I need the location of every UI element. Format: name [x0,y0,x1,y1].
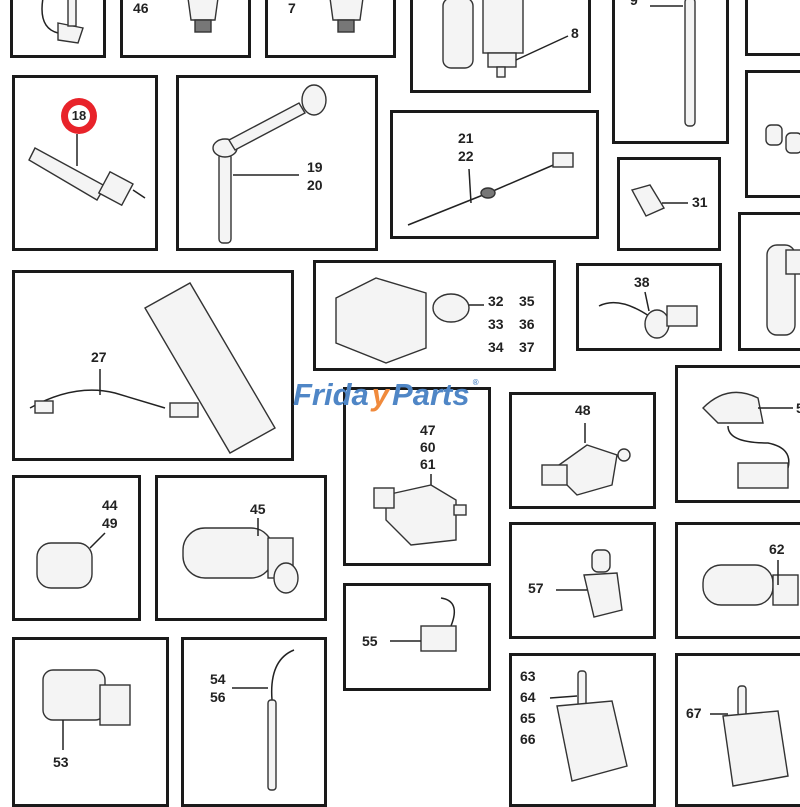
callout-9: 9 [630,0,638,8]
callout-62: 62 [769,541,785,557]
callout-38: 38 [634,274,650,290]
highlight-marker[interactable]: 18 [61,98,97,134]
part-box-27[interactable]: 27 [12,270,294,461]
part-box-19-20[interactable]: 19 20 [176,75,378,251]
callout-60: 60 [420,439,436,455]
part-box-48[interactable]: 48 [509,392,656,509]
callout-44: 44 [102,497,118,513]
callout-8: 8 [571,25,579,41]
part-box-45[interactable]: 45 [155,475,327,621]
callout-34: 34 [488,339,504,355]
level-sensor-illustration [212,84,327,244]
speed-sensor-illustration [702,560,799,606]
temperature-sensor-illustration [28,134,146,207]
callout-67: 67 [686,705,702,721]
callout-31: 31 [692,194,708,210]
part-box-a[interactable] [10,0,106,58]
callout-46: 46 [133,0,149,16]
part-box-57[interactable]: 57 [509,522,656,639]
part-box-38[interactable]: 38 [576,263,722,351]
toggle-switch-illustration [710,685,789,787]
part-box-44-49[interactable]: 44 49 [12,475,141,621]
wire-sensor-illustration [407,152,574,226]
callout-27: 27 [91,349,107,365]
part-box-21-22[interactable]: 21 22 [390,110,599,239]
callout-55: 55 [362,633,378,649]
map-sensor-illustration [373,474,467,546]
part-box-18[interactable]: 18 [12,75,158,251]
part-box-9[interactable]: 9 [612,0,729,144]
elbow-fitting-illustration [766,244,800,336]
callout-18: 18 [68,105,90,127]
dipstick-illustration [650,0,696,127]
callout-5: 5 [796,400,800,416]
callout-7: 7 [288,0,296,16]
part-box-j[interactable] [745,70,800,198]
callout-37: 37 [519,339,535,355]
callout-53: 53 [53,754,69,770]
part-box-53[interactable]: 53 [12,637,169,807]
part-box-46[interactable]: 46 [120,0,251,58]
probe-sensor-illustration [232,649,295,791]
callout-33: 33 [488,316,504,332]
valve-block-illustration [335,277,484,364]
sensor-harness-illustration [702,391,793,489]
part-box-7[interactable]: 7 [265,0,396,58]
callout-47: 47 [420,422,436,438]
callout-49: 49 [102,515,118,531]
callout-56: 56 [210,689,226,705]
watermark-logo: FridayParts® [293,377,479,412]
sensor-cable-illustration [41,0,84,44]
callout-61: 61 [420,456,436,472]
relay-illustration [42,669,131,750]
accelerator-pedal-illustration [29,282,276,454]
callout-22: 22 [458,148,474,164]
temperature-switch-illustration [556,549,623,618]
pressure-sensor-illustration [541,423,631,496]
relay-illustration [630,184,688,217]
part-box-l[interactable] [738,212,800,351]
part-box-55[interactable]: 55 [343,583,491,691]
pressure-switch-illustration [329,0,364,33]
callout-64: 64 [520,689,536,705]
callout-57: 57 [528,580,544,596]
callout-54: 54 [210,671,226,687]
callout-20: 20 [307,177,323,193]
part-box-62[interactable]: 62 [675,522,800,639]
callout-35: 35 [519,293,535,309]
pressure-switch-illustration [187,0,219,33]
toggle-switch-illustration [549,670,628,782]
callout-66: 66 [520,731,536,747]
callout-65: 65 [520,710,536,726]
callout-63: 63 [520,668,536,684]
callout-19: 19 [307,159,323,175]
part-box-47-60-61[interactable]: 47 60 61 [343,387,491,566]
part-box-63-66[interactable]: 63 64 65 66 [509,653,656,807]
callout-36: 36 [519,316,535,332]
solenoid-valve-illustration [182,518,299,594]
part-box-8[interactable]: 8 [410,0,591,93]
part-box-32-37[interactable]: 32 35 33 36 34 37 [313,260,556,371]
part-box-f[interactable] [745,0,800,56]
callout-32: 32 [488,293,504,309]
part-box-31[interactable]: 31 [617,157,721,251]
sensor-connector-illustration [36,532,106,589]
callout-48: 48 [575,402,591,418]
fitting-illustration [765,124,800,154]
part-box-54-56[interactable]: 54 56 [181,637,327,807]
part-box-5[interactable]: 5 [675,365,800,503]
part-box-67[interactable]: 67 [675,653,800,807]
fuel-filter-illustration [442,0,569,78]
callout-21: 21 [458,130,474,146]
switch-plate-illustration [390,597,457,652]
callout-45: 45 [250,501,266,517]
switch-sensor-illustration [598,291,698,339]
